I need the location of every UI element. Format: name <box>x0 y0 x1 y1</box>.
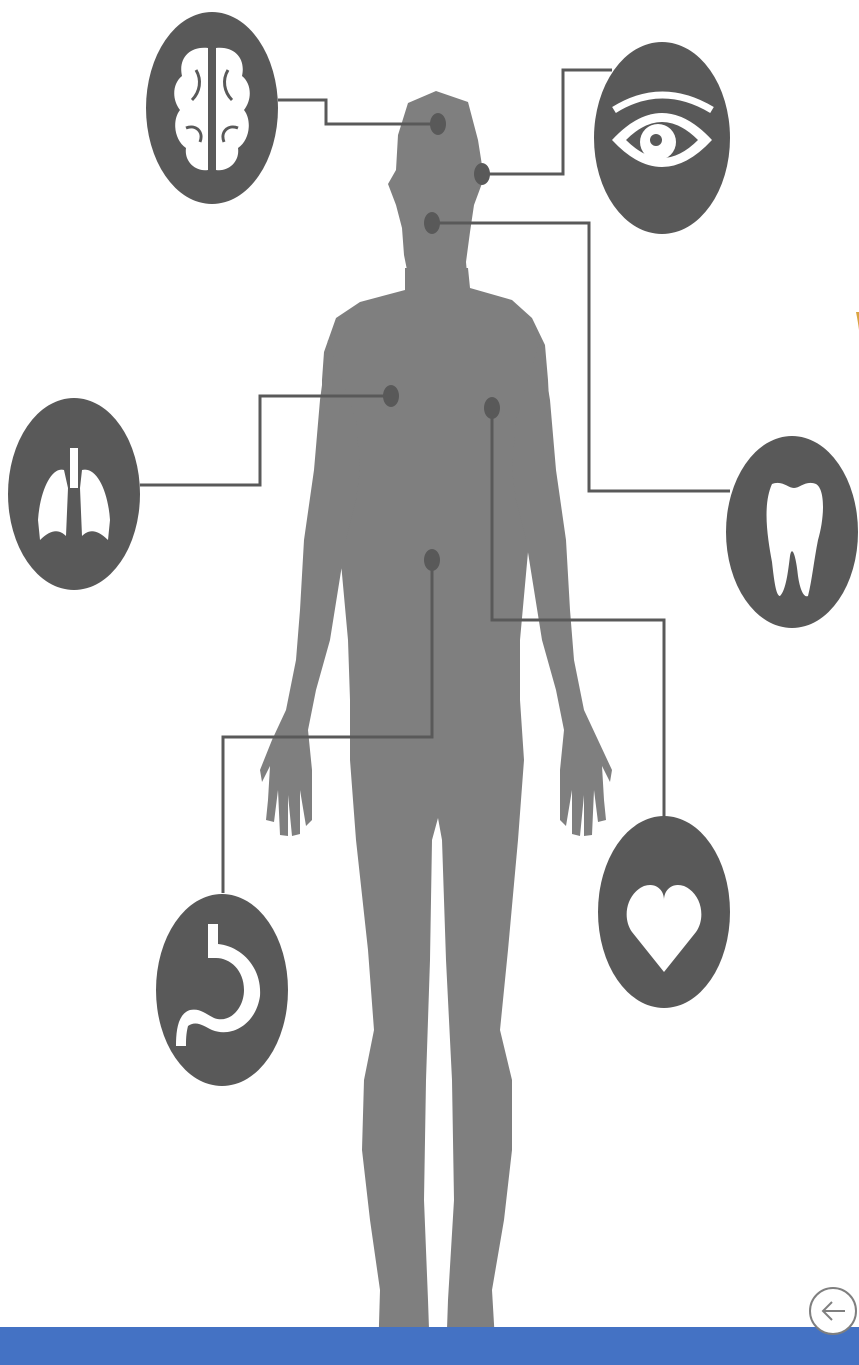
human-silhouette <box>260 91 612 1358</box>
organ-stomach <box>156 894 288 1086</box>
dot-tooth <box>424 212 440 234</box>
organ-tooth <box>726 436 858 628</box>
connector-eye <box>482 70 612 174</box>
arrow-left-icon <box>811 1289 855 1333</box>
organ-lungs <box>8 398 140 590</box>
dot-brain <box>430 113 446 135</box>
dot-eye <box>474 163 490 185</box>
organ-heart <box>598 816 730 1008</box>
dot-lungs <box>383 385 399 407</box>
organ-eye <box>594 42 730 234</box>
back-button[interactable] <box>809 1287 857 1335</box>
dot-heart <box>484 397 500 419</box>
dot-stomach <box>424 549 440 571</box>
organ-brain <box>146 12 278 204</box>
bottom-bar <box>0 1327 859 1365</box>
